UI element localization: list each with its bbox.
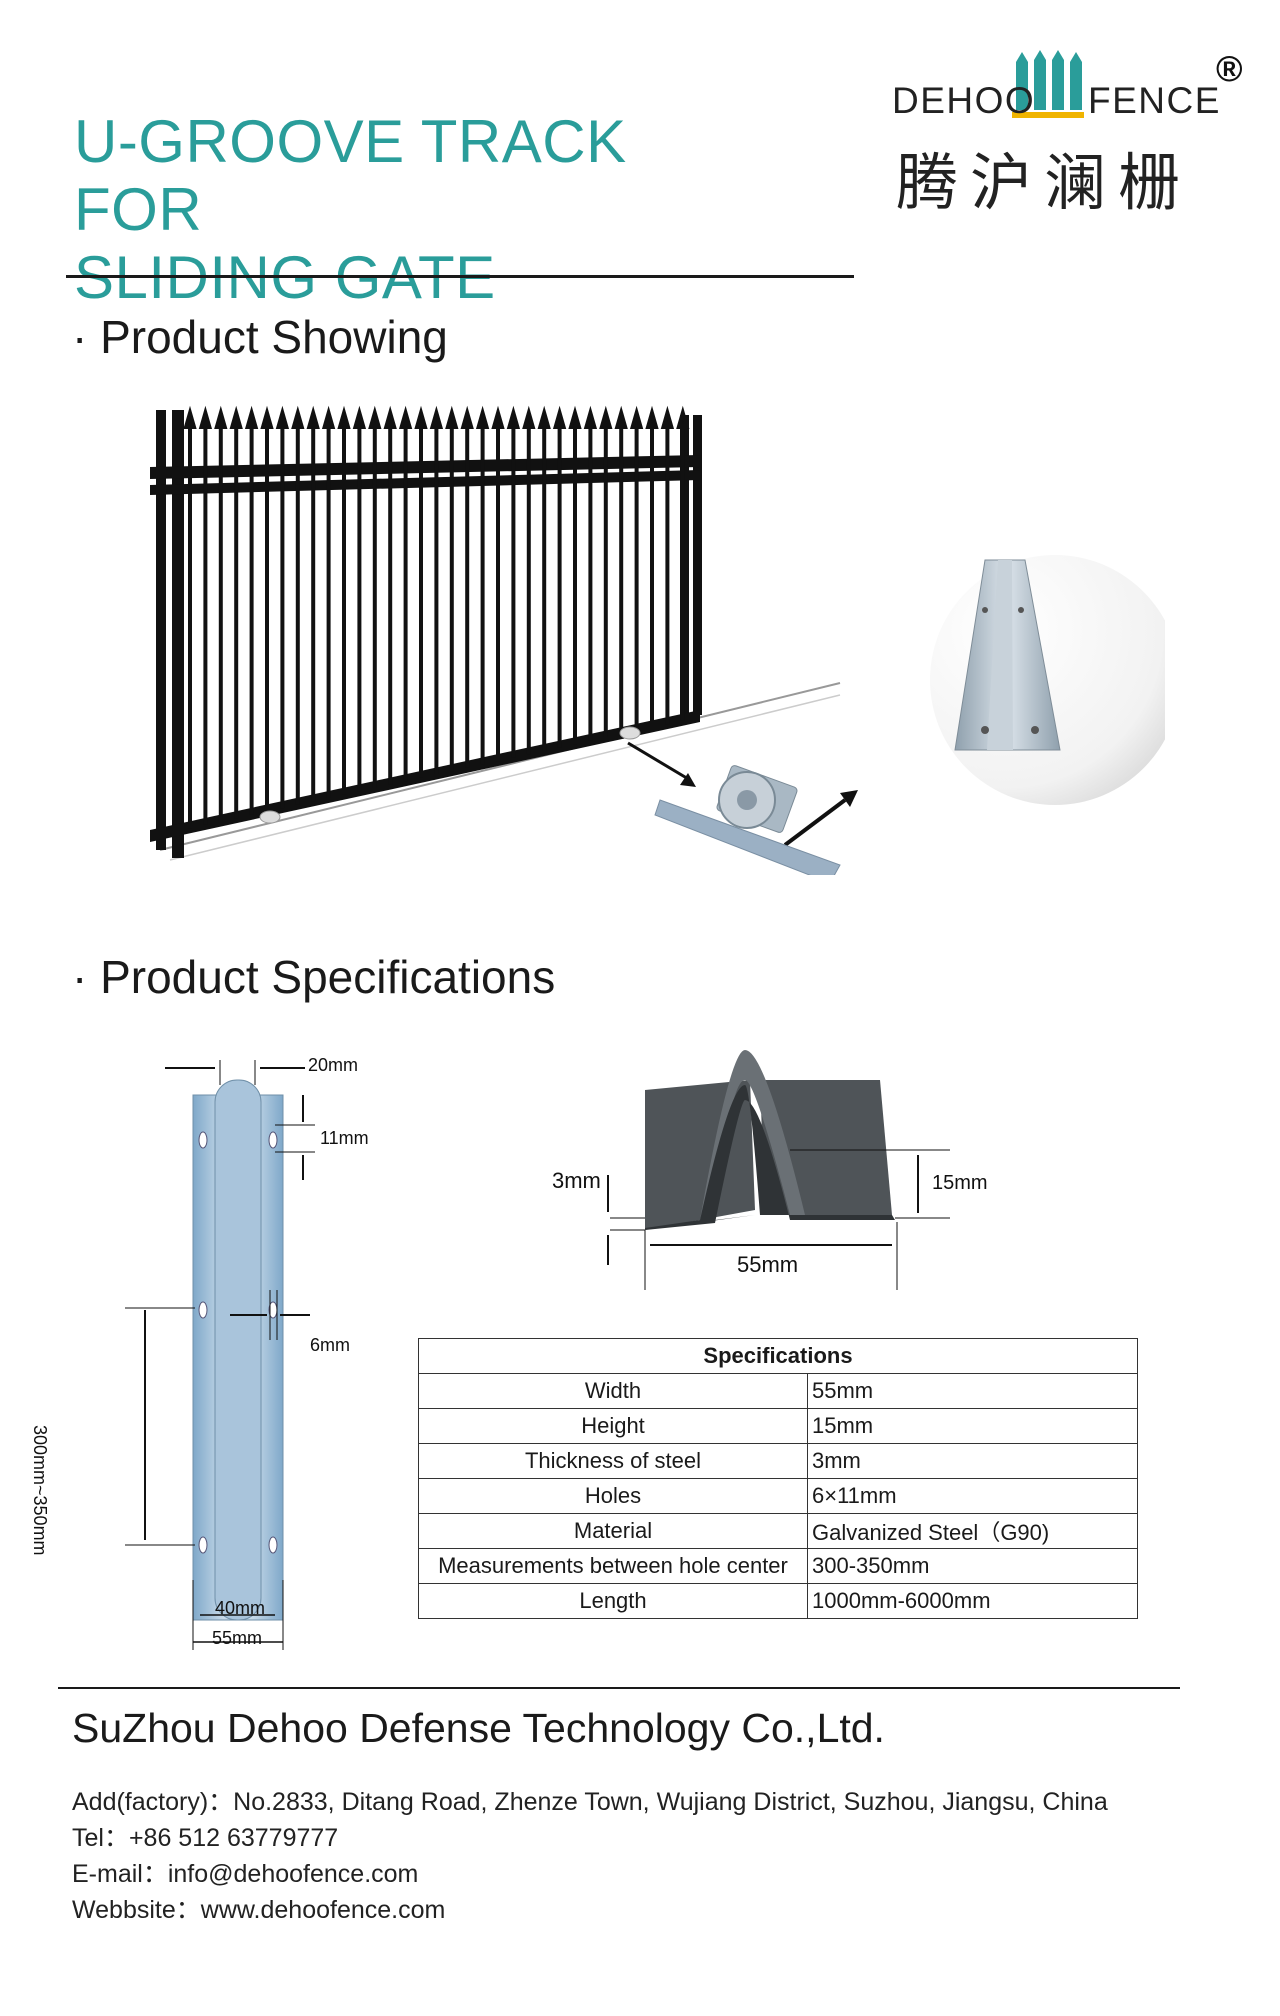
gate-picket-spear bbox=[676, 405, 690, 429]
logo-text-right: FENCE bbox=[1088, 80, 1221, 121]
gate-picket-spear bbox=[275, 405, 290, 429]
spec-value: 300-350mm bbox=[807, 1548, 1138, 1584]
spec-label: Measurements between hole center bbox=[418, 1548, 808, 1584]
gate-picket-spear bbox=[414, 405, 428, 429]
dim-top-width: 20mm bbox=[308, 1055, 359, 1075]
track-top-view-drawing bbox=[125, 1060, 315, 1650]
logo-text-left: DEHOO bbox=[892, 80, 1036, 121]
gate-picket-spear bbox=[291, 405, 305, 429]
spec-value: Galvanized Steel（G90) bbox=[807, 1513, 1138, 1549]
dim-outer-width: 55mm bbox=[212, 1628, 263, 1648]
spec-label: Thickness of steel bbox=[418, 1443, 808, 1479]
gate-picket-spear bbox=[506, 405, 521, 429]
registered-mark: ® bbox=[1216, 48, 1243, 89]
gate-picket-spear bbox=[660, 405, 675, 429]
gate-picket-spear bbox=[599, 405, 613, 429]
dim-profile-width: 55mm bbox=[737, 1252, 799, 1277]
gate-picket-spear bbox=[337, 405, 351, 429]
gate-picket-spear bbox=[321, 405, 336, 429]
spec-label: Length bbox=[418, 1583, 808, 1619]
table-row: Holes 6×11mm bbox=[418, 1478, 1138, 1514]
table-row: Height 15mm bbox=[418, 1408, 1138, 1444]
company-name: SuZhou Dehoo Defense Technology Co.,Ltd. bbox=[72, 1705, 885, 1751]
gate-picket-spear bbox=[629, 405, 644, 429]
page-title-line2: SLIDING GATE bbox=[74, 244, 496, 311]
gate-picket-spear bbox=[398, 405, 413, 429]
gate-picket-spear bbox=[368, 405, 382, 429]
spec-label: Height bbox=[418, 1408, 808, 1444]
contact-email[interactable]: E-mail：info@dehoofence.com bbox=[72, 1860, 419, 1888]
gate-picket-spear bbox=[445, 405, 459, 429]
table-row: Length 1000mm-6000mm bbox=[418, 1583, 1138, 1619]
table-row: Width 55mm bbox=[418, 1373, 1138, 1409]
page-title: U-GROOVE TRACK FOR SLIDING GATE bbox=[74, 108, 714, 312]
gate-picket-spear bbox=[475, 405, 490, 429]
logo-chinese-text: 腾沪澜栅 bbox=[896, 146, 1193, 219]
contact-tel: Tel：+86 512 63779777 bbox=[72, 1824, 339, 1852]
gate-picket-spear bbox=[260, 405, 274, 429]
contact-address: Add(factory)：No.2833, Ditang Road, Zhenz… bbox=[72, 1788, 1108, 1816]
spec-value: 1000mm-6000mm bbox=[807, 1583, 1138, 1619]
spec-label: Holes bbox=[418, 1478, 808, 1514]
gate-picket-spear bbox=[552, 405, 567, 429]
dim-thickness: 3mm bbox=[552, 1168, 601, 1193]
track-photo bbox=[930, 555, 1165, 805]
gate-picket-spear bbox=[183, 405, 197, 429]
gate-picket-spear bbox=[306, 405, 320, 429]
spec-label: Width bbox=[418, 1373, 808, 1409]
gate-picket-spear bbox=[568, 405, 582, 429]
spec-table: Specifications Width 55mm Height 15mm Th… bbox=[418, 1338, 1138, 1619]
dim-hole-spacing: 300mm~350mm bbox=[30, 1425, 50, 1556]
dim-hole-width: 6mm bbox=[310, 1335, 350, 1355]
spec-table-header-row: Specifications bbox=[418, 1338, 1138, 1374]
section-heading-showing: · Product Showing bbox=[72, 311, 448, 363]
gate-picket-spear bbox=[491, 405, 505, 429]
dim-hole-size: 11mm bbox=[320, 1128, 369, 1148]
table-row: Measurements between hole center 300-350… bbox=[418, 1548, 1138, 1584]
spec-value: 3mm bbox=[807, 1443, 1138, 1479]
fence-logo-icon bbox=[1012, 50, 1084, 118]
table-row: Material Galvanized Steel（G90) bbox=[418, 1513, 1138, 1549]
spec-value: 6×11mm bbox=[807, 1478, 1138, 1514]
spec-table-title: Specifications bbox=[418, 1338, 1138, 1374]
gate-picket-spear bbox=[352, 405, 367, 429]
sliding-gate-image bbox=[150, 405, 858, 875]
spec-value: 55mm bbox=[807, 1373, 1138, 1409]
track-profile-drawing bbox=[607, 1050, 950, 1290]
gate-picket-spear bbox=[614, 405, 628, 429]
gate-picket-spear bbox=[429, 405, 444, 429]
section-heading-specifications: · Product Specifications bbox=[72, 951, 556, 1003]
gate-picket-spear bbox=[460, 405, 474, 429]
gate-picket-spear bbox=[383, 405, 397, 429]
gate-picket-spear bbox=[244, 405, 259, 429]
gate-picket-spear bbox=[198, 405, 213, 429]
gate-picket-spear bbox=[537, 405, 551, 429]
gate-picket-spear bbox=[214, 405, 228, 429]
spec-label: Material bbox=[418, 1513, 808, 1549]
gate-picket-spear bbox=[229, 405, 243, 429]
contact-website[interactable]: Webbsite：www.dehoofence.com bbox=[72, 1896, 446, 1924]
gate-picket-spear bbox=[645, 405, 659, 429]
title-divider bbox=[66, 275, 854, 278]
page-title-line1: U-GROOVE TRACK FOR bbox=[74, 108, 627, 243]
dim-inner-width: 40mm bbox=[215, 1598, 266, 1618]
dim-height: 15mm bbox=[932, 1172, 988, 1194]
brand-logo bbox=[890, 40, 1250, 220]
gate-picket-spear bbox=[522, 405, 536, 429]
gate-picket-spear bbox=[583, 405, 598, 429]
table-row: Thickness of steel 3mm bbox=[418, 1443, 1138, 1479]
footer-divider bbox=[58, 1687, 1180, 1689]
spec-value: 15mm bbox=[807, 1408, 1138, 1444]
